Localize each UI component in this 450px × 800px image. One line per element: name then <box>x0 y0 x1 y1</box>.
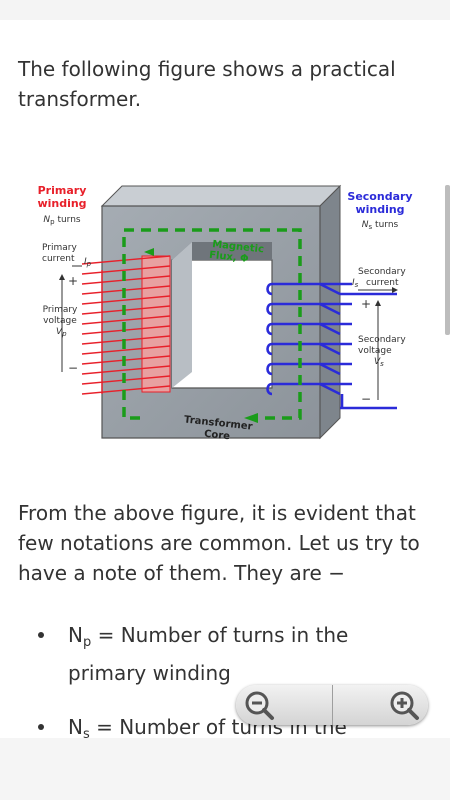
ip-symbol: Ip <box>84 257 92 268</box>
notations-paragraph: From the above figure, it is evident tha… <box>18 501 420 585</box>
bullet-dot <box>38 724 44 730</box>
bottom-bar <box>0 738 450 800</box>
primary-winding-coils <box>81 255 171 395</box>
intro-paragraph: The following figure shows a practical t… <box>18 57 396 111</box>
zoom-in-icon <box>390 691 419 720</box>
notation-subscript: s <box>82 727 90 738</box>
primary-turns-label: Np turns <box>43 215 81 226</box>
zoom-in-button[interactable] <box>332 685 429 725</box>
magnetic-flux-path <box>122 228 302 420</box>
vs-symbol: Vs <box>374 357 384 368</box>
secondary-minus: − <box>361 392 371 406</box>
scrollbar[interactable] <box>445 185 450 335</box>
notation-symbol: N <box>68 623 83 647</box>
list-item: Np = Number of turns in the primary wind… <box>38 620 429 688</box>
is-symbol: Is <box>352 278 359 289</box>
notation-description: = Number of turns in the primary winding <box>68 623 349 685</box>
notation-symbol: N <box>68 715 83 738</box>
secondary-plus: + <box>361 297 371 311</box>
zoom-out-icon <box>245 691 274 720</box>
magnetic-flux-label: MagneticFlux, Φ <box>209 239 265 267</box>
secondary-winding-coils <box>266 282 397 410</box>
primary-minus: − <box>68 361 78 375</box>
primary-plus: + <box>68 274 78 288</box>
notation-subscript: p <box>82 635 92 650</box>
status-bar <box>0 0 450 20</box>
bullet-dot <box>38 632 44 638</box>
secondary-turns-label: Ns turns <box>362 220 399 231</box>
zoom-controls <box>236 685 428 725</box>
article-content: The following figure shows a practical t… <box>0 20 450 738</box>
zoom-out-button[interactable] <box>236 685 332 725</box>
vp-symbol: Vp <box>56 327 67 338</box>
